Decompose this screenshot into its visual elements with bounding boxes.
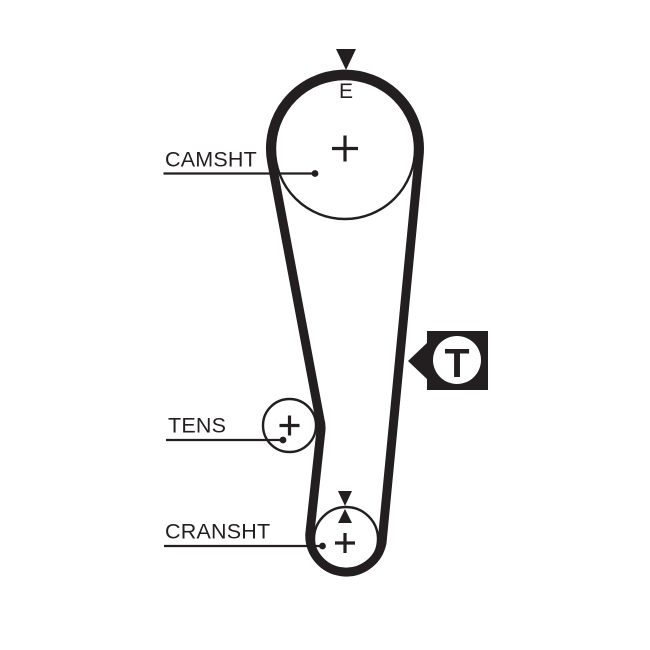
timing-belt: [265, 69, 424, 577]
crankshaft-center-cross-icon: [335, 533, 355, 553]
camshaft-alignment-arrow-icon: [336, 49, 356, 70]
tension-marker-circle: [433, 336, 481, 384]
crankshaft-alignment-arrow-down-icon: [338, 491, 352, 506]
tensioner-pulley: [261, 397, 318, 454]
camshaft-center-cross-icon: [332, 135, 358, 162]
tension-marker-arrow-icon: [408, 342, 428, 380]
crankshaft-label: CRANSHT: [165, 520, 270, 544]
tension-marker-letter: T: [444, 340, 469, 386]
tension-marker: T: [408, 331, 488, 390]
crankshaft-alignment-arrow-up-icon: [338, 509, 352, 523]
camshaft-timing-mark: E: [339, 80, 353, 103]
tensioner-center-cross-icon: [279, 415, 300, 436]
tensioner-leader-dot: [279, 436, 287, 444]
crankshaft-leader-dot: [319, 542, 326, 550]
camshaft-label: CAMSHT: [165, 148, 257, 172]
tensioner-label: TENS: [168, 414, 226, 438]
camshaft-leader-dot: [311, 170, 319, 177]
